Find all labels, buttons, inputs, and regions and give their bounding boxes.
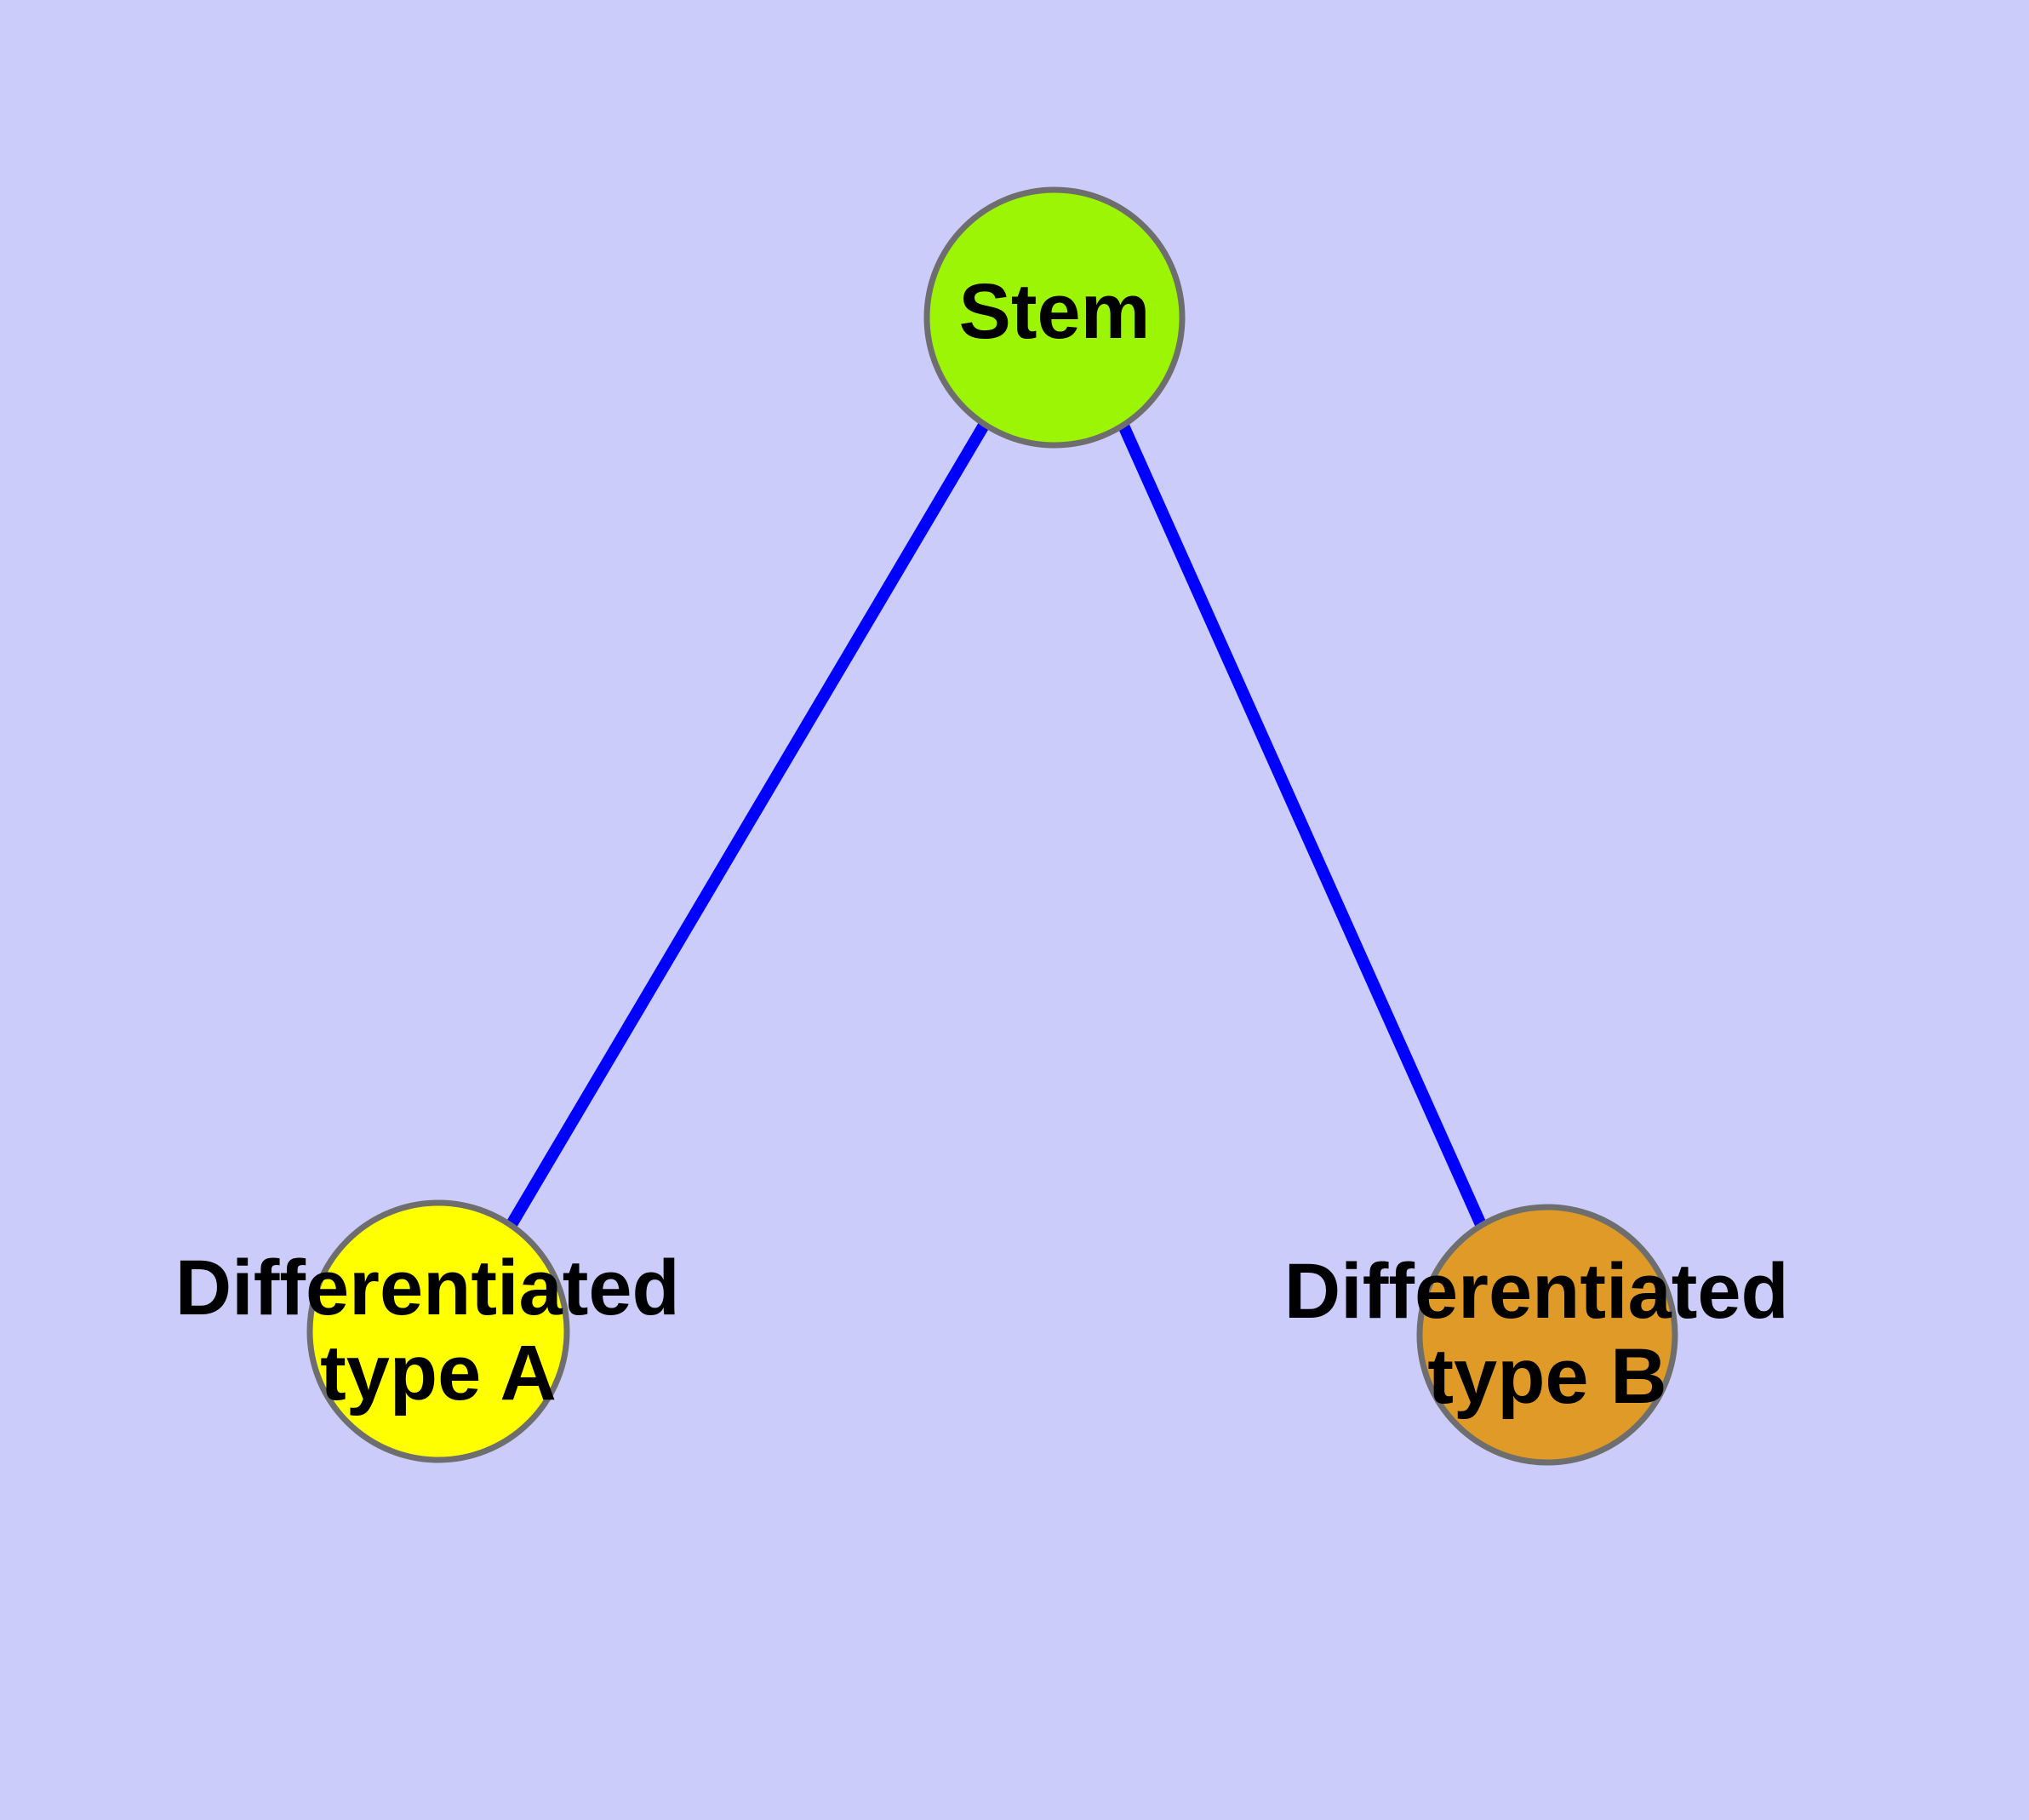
node-stem[interactable]: Stem [923,186,1186,449]
node-stem-label: Stem [959,268,1151,355]
node-differentiated-type-b-label-line-2: type B [1427,1333,1666,1420]
node-layer: Stem Differentiated type A Differentiate… [175,186,1811,1466]
node-stem-label-line-1: Stem [959,268,1151,355]
edge-stem-to-differentiated-type-b [1117,423,1489,1231]
node-differentiated-type-b-label-line-1: Differentiated [1284,1248,1789,1335]
node-differentiated-type-b-label: Differentiated type B [1284,1248,1811,1420]
node-differentiated-type-a[interactable]: Differentiated type A [175,1199,702,1463]
node-differentiated-type-a-circle[interactable] [306,1199,570,1463]
node-differentiated-type-a-label-line-2: type A [320,1330,557,1417]
node-differentiated-type-a-label: Differentiated type A [175,1245,702,1417]
node-stem-circle[interactable] [923,186,1186,449]
node-differentiated-type-a-label-line-1: Differentiated [175,1245,680,1331]
edge-layer [505,421,1489,1231]
edge-stem-to-differentiated-type-a [505,421,991,1229]
node-differentiated-type-b[interactable]: Differentiated type B [1284,1204,1811,1466]
node-differentiated-type-b-circle[interactable] [1416,1204,1678,1466]
